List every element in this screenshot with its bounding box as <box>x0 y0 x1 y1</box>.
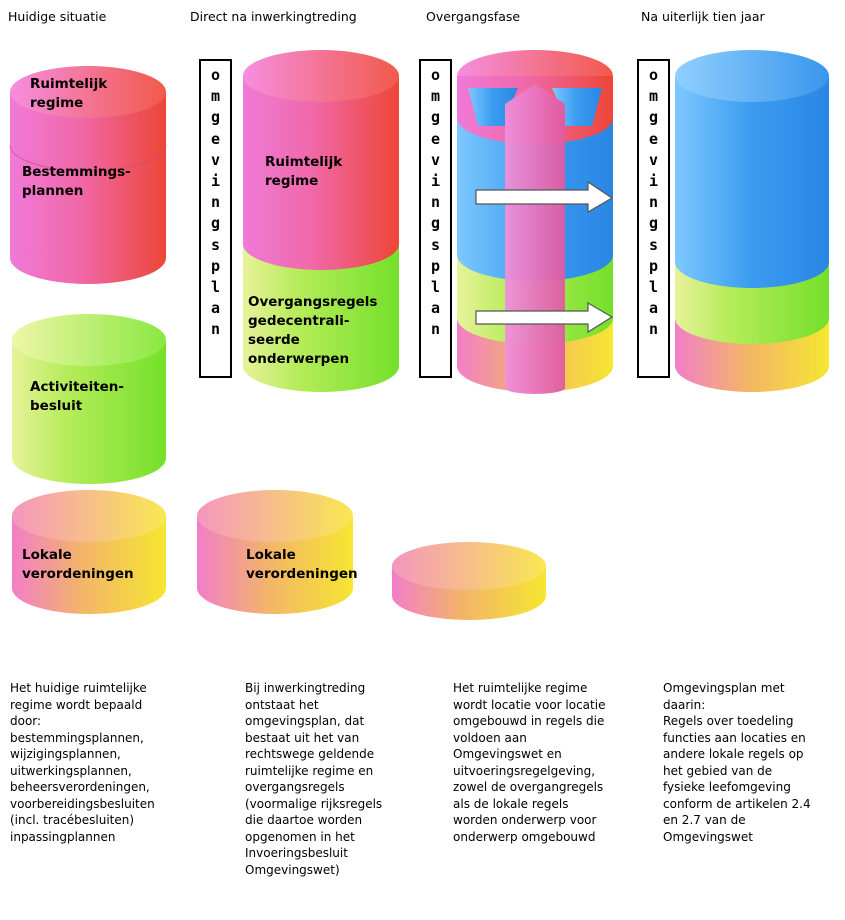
letter: e <box>210 129 221 148</box>
letter: s <box>210 235 221 254</box>
letter: s <box>648 235 659 254</box>
letter: g <box>210 108 221 127</box>
letter: g <box>210 214 221 233</box>
letter: a <box>210 299 221 318</box>
label-ruimtelijk-regime-current: Ruimtelijk regime <box>30 76 108 111</box>
cylinder-lokale-verordeningen-direct <box>197 490 353 614</box>
letter: p <box>210 256 221 275</box>
letter: n <box>430 320 441 339</box>
letter: e <box>648 129 659 148</box>
letter: o <box>430 66 441 84</box>
letter: l <box>648 278 659 297</box>
cylinder-lokale-verordeningen-current <box>12 490 166 614</box>
caption-huidige-situatie: Het huidige ruimtelijke regime wordt bep… <box>10 681 155 844</box>
cylinder-omgevingsplan-final <box>675 50 829 392</box>
letter: g <box>430 108 441 127</box>
letter: l <box>210 278 221 297</box>
letter: i <box>430 172 441 191</box>
letter: v <box>648 150 659 169</box>
letter: l <box>430 278 441 297</box>
letter: g <box>430 214 441 233</box>
letter: g <box>648 214 659 233</box>
letter: a <box>430 299 441 318</box>
label-lokale-verordeningen-direct: Lokale verordeningen <box>246 547 358 582</box>
caption-direct: Bij inwerkingtreding ontstaat het omgevi… <box>245 681 383 877</box>
cylinder-lokale-verordeningen-overgangsfase <box>392 542 546 620</box>
column-header-overgangsfase: Overgangsfase <box>426 9 521 24</box>
arrow-upper <box>475 180 614 214</box>
letter: p <box>430 256 441 275</box>
letter: a <box>648 299 659 318</box>
label-overgangsregels: Overgangsregels gedecentrali- seerde ond… <box>248 294 378 367</box>
letter: v <box>210 150 221 169</box>
letter: m <box>648 87 659 106</box>
letter: n <box>210 320 221 339</box>
letter: p <box>648 256 659 275</box>
letter: i <box>210 172 221 191</box>
letter: s <box>430 235 441 254</box>
cylinder-omgevingsplan-direct <box>243 50 399 392</box>
letter: m <box>210 87 221 106</box>
caption-na-tien-jaar: Omgevingsplan met daarin: Regels over to… <box>663 681 811 844</box>
label-bestemmingsplannen: Bestemmings- plannen <box>22 164 131 199</box>
column-header-huidige-situatie: Huidige situatie <box>8 9 107 24</box>
column-header-direct: Direct na inwerkingtreding <box>190 9 357 24</box>
letter: i <box>648 172 659 191</box>
cylinder-activiteitenbesluit <box>12 314 166 484</box>
cylinder-omgevingsplan-overgangsfase <box>457 50 613 394</box>
letter: n <box>648 320 659 339</box>
column-header-na-tien-jaar: Na uiterlijk tien jaar <box>641 9 765 24</box>
vertical-label-omgevingsplan-final: o m g e v i n g s p l a n <box>637 59 670 378</box>
vertical-label-omgevingsplan-overgangsfase: o m g e v i n g s p l a n <box>419 59 452 378</box>
arrow-lower <box>475 301 614 334</box>
letter: e <box>430 129 441 148</box>
letter: n <box>430 193 441 212</box>
caption-overgangsfase: Het ruimtelijke regime wordt locatie voo… <box>453 681 606 844</box>
vertical-label-omgevingsplan-direct: o m g e v i n g s p l a n <box>199 59 232 378</box>
letter: o <box>210 66 221 84</box>
cylinder-ruimtelijk-regime-current <box>9 66 167 284</box>
letter: n <box>648 193 659 212</box>
letter: o <box>648 66 659 84</box>
label-ruimtelijk-regime-direct: Ruimtelijk regime <box>265 154 343 189</box>
letter: m <box>430 87 441 106</box>
label-activiteitenbesluit: Activiteiten- besluit <box>30 379 125 414</box>
letter: n <box>210 193 221 212</box>
letter: g <box>648 108 659 127</box>
letter: v <box>430 150 441 169</box>
label-lokale-verordeningen-current: Lokale verordeningen <box>22 547 134 582</box>
